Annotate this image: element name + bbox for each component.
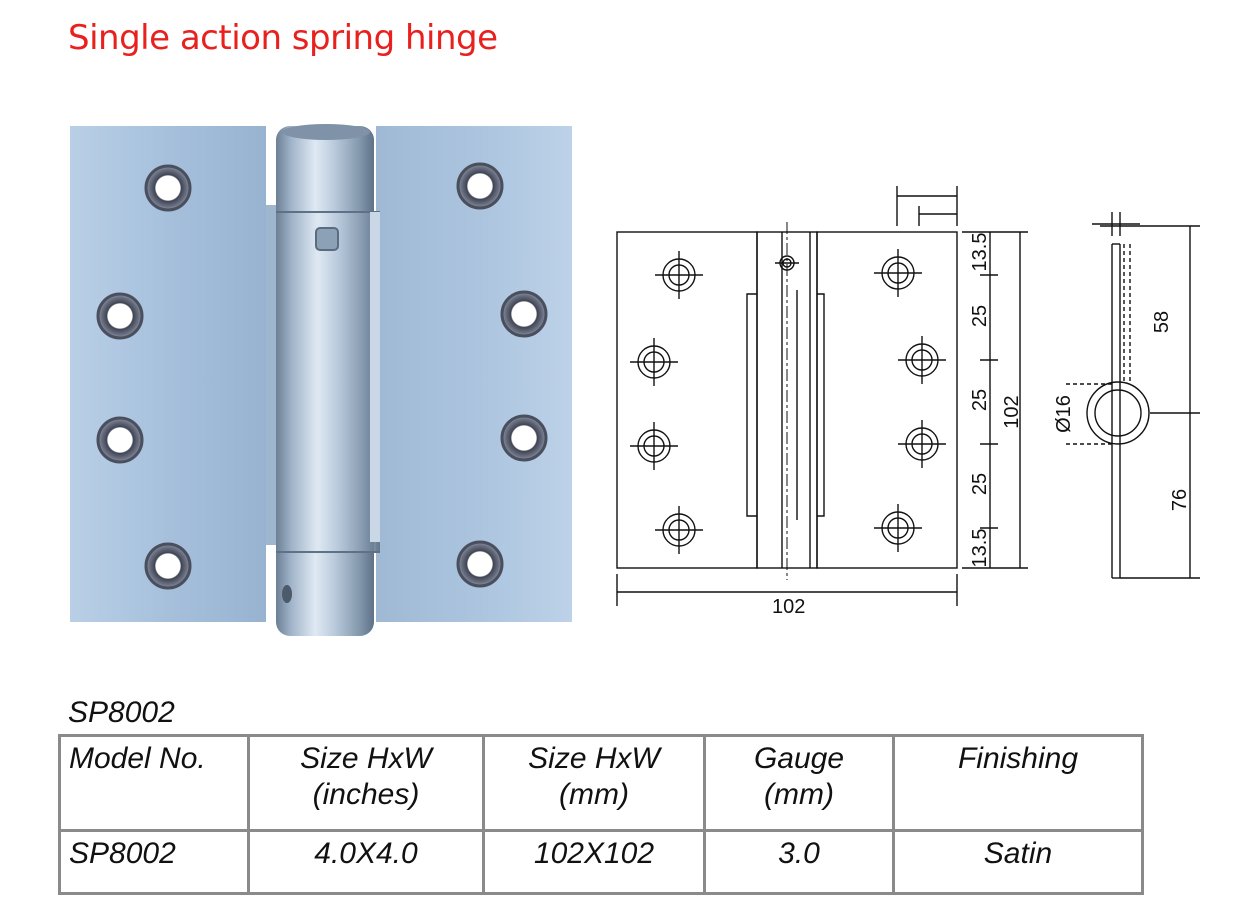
dim-diameter-label: Ø16 — [1053, 395, 1075, 433]
dim-25-a-label: 25 — [969, 305, 991, 327]
dim-13-5-bottom-label: 13.5 — [969, 529, 991, 568]
header-size-inches: Size HxW(inches) — [247, 734, 485, 832]
technical-drawing: 102 102 13.5 25 25 25 13.5 58 76 Ø16 — [616, 186, 1200, 618]
dim-25-c-label: 25 — [969, 473, 991, 495]
screw-hole — [500, 290, 548, 338]
cell-finishing: Satin — [892, 829, 1144, 895]
table-header-row: Model No. Size HxW(inches) Size HxW(mm) … — [58, 734, 1144, 832]
screw-hole — [96, 292, 144, 340]
dim-76-label: 76 — [1169, 489, 1191, 511]
spec-table: Model No. Size HxW(inches) Size HxW(mm) … — [58, 734, 1144, 895]
cell-size-mm: 102X102 — [482, 829, 706, 895]
table-row: SP8002 4.0X4.0 102X102 3.0 Satin — [58, 829, 1144, 895]
screw-hole — [456, 540, 504, 588]
drawing-hole-set — [630, 249, 946, 554]
dim-width-label: 102 — [772, 596, 805, 618]
screw-hole — [144, 164, 192, 212]
header-size-mm: Size HxW(mm) — [482, 734, 706, 832]
dim-height-label: 102 — [1001, 395, 1023, 428]
screw-hole — [500, 414, 548, 462]
screw-hole — [456, 162, 504, 210]
cell-model-no: SP8002 — [58, 829, 250, 895]
screw-hole — [144, 542, 192, 590]
cell-size-inches: 4.0X4.0 — [247, 829, 485, 895]
header-gauge: Gauge(mm) — [703, 734, 895, 832]
dim-25-b-label: 25 — [969, 389, 991, 411]
dim-58-label: 58 — [1151, 311, 1173, 333]
header-finishing: Finishing — [892, 734, 1144, 832]
screw-hole — [96, 416, 144, 464]
hinge-photo — [70, 124, 572, 636]
header-model-no: Model No. — [58, 734, 250, 832]
page-title: Single action spring hinge — [68, 18, 498, 58]
cell-gauge: 3.0 — [703, 829, 895, 895]
dim-13-5-top-label: 13.5 — [969, 233, 991, 272]
model-heading: SP8002 — [68, 696, 175, 729]
